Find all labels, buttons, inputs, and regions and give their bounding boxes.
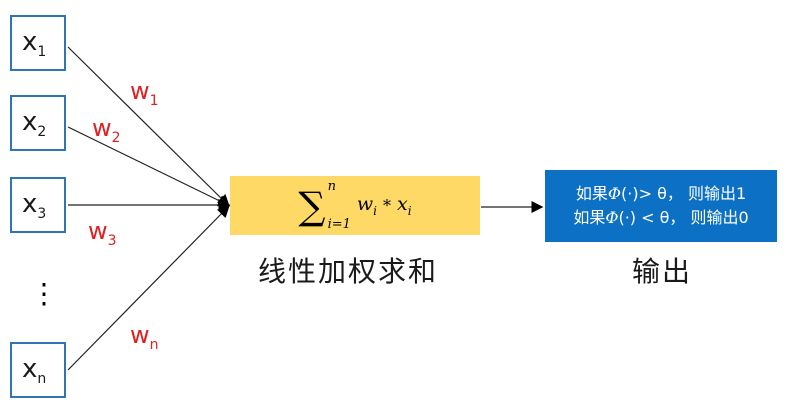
input-box-3: x3 — [10, 177, 66, 233]
weight-2: w2 — [92, 114, 121, 146]
input-label-n: xn — [22, 354, 47, 387]
input-box-n: xn — [10, 342, 66, 398]
weighted-sum-caption: 线性加权求和 — [258, 255, 439, 288]
output-rule-2: 如果Φ(·) < θ， 则输出0 — [573, 208, 749, 227]
input-label-1: x1 — [22, 27, 47, 60]
weighted-sum-formula: ∑ n i=1 wi * xi — [298, 178, 412, 232]
sum-limits: n i=1 — [327, 178, 351, 232]
sigma-symbol: ∑ — [298, 183, 326, 228]
input-box-2: x2 — [10, 95, 66, 151]
input-line-n — [67, 205, 230, 371]
output-rule-1: 如果Φ(·)> θ， 则输出1 — [575, 184, 747, 203]
weighted-sum-box: ∑ n i=1 wi * xi — [230, 176, 480, 235]
input-label-3: x3 — [22, 189, 47, 222]
multiply-operator: * — [383, 196, 391, 215]
sum-upper-limit: n — [327, 178, 336, 194]
output-box: 如果Φ(·)> θ， 则输出1 如果Φ(·) < θ， 则输出0 — [545, 170, 777, 242]
output-caption: 输出 — [632, 255, 693, 288]
input-box-1: x1 — [10, 15, 66, 71]
sum-lower-limit: i=1 — [327, 216, 351, 232]
weight-n: wn — [130, 321, 159, 353]
weight-3: w3 — [88, 217, 117, 249]
ellipsis: ⋮ — [30, 277, 58, 310]
weight-term: wi — [356, 193, 377, 218]
input-label-2: x2 — [22, 107, 47, 140]
input-line-1 — [67, 46, 230, 207]
input-line-2 — [67, 126, 231, 207]
input-term: xi — [397, 193, 412, 218]
weight-1: w1 — [130, 77, 159, 109]
